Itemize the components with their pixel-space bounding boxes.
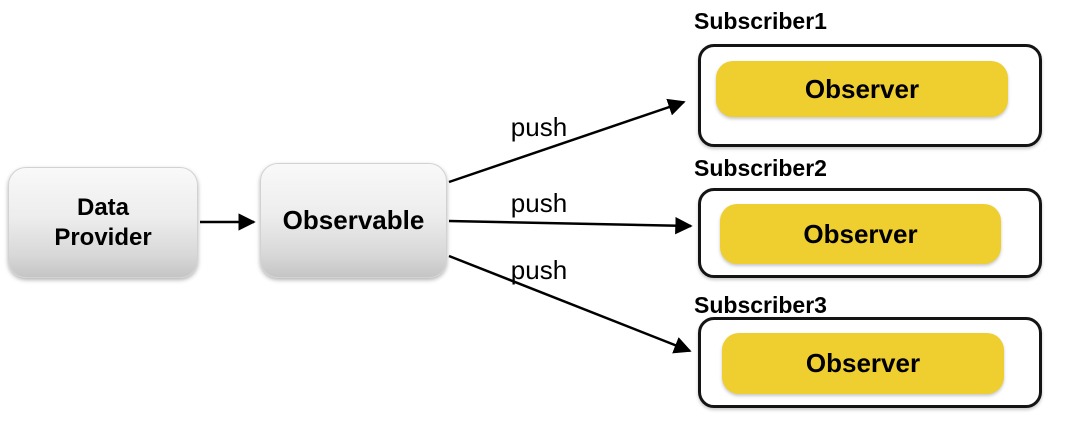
subscriber3-box: Observer <box>698 317 1042 408</box>
data-provider-node: Data Provider <box>8 167 198 278</box>
push-label-1: push <box>510 112 568 142</box>
push-label-2: push <box>510 188 568 218</box>
observable-node: Observable <box>260 163 447 278</box>
subscriber1-box: Observer <box>698 44 1042 147</box>
observable-label: Observable <box>282 205 425 235</box>
subscriber2-title: Subscriber2 <box>694 155 827 181</box>
subscriber2-observer-label: Observer <box>803 218 918 249</box>
subscriber2-box: Observer <box>698 188 1042 278</box>
arrow-push-subscriber2 <box>448 216 693 235</box>
push-label-3: push <box>510 255 568 285</box>
subscriber3-observer-pill: Observer <box>722 333 1004 394</box>
data-provider-label-line1: Data <box>76 193 130 221</box>
subscriber1-title: Subscriber1 <box>694 8 827 34</box>
subscriber3-title: Subscriber3 <box>694 292 827 318</box>
subscriber1-observer-label: Observer <box>804 73 920 104</box>
subscriber2-observer-pill: Observer <box>720 204 1001 264</box>
subscriber3-observer-label: Observer <box>805 348 921 378</box>
subscriber1-observer-pill: Observer <box>716 61 1008 117</box>
data-provider-label: Data Provider <box>54 193 151 253</box>
data-provider-label-line2: Provider <box>54 223 152 251</box>
